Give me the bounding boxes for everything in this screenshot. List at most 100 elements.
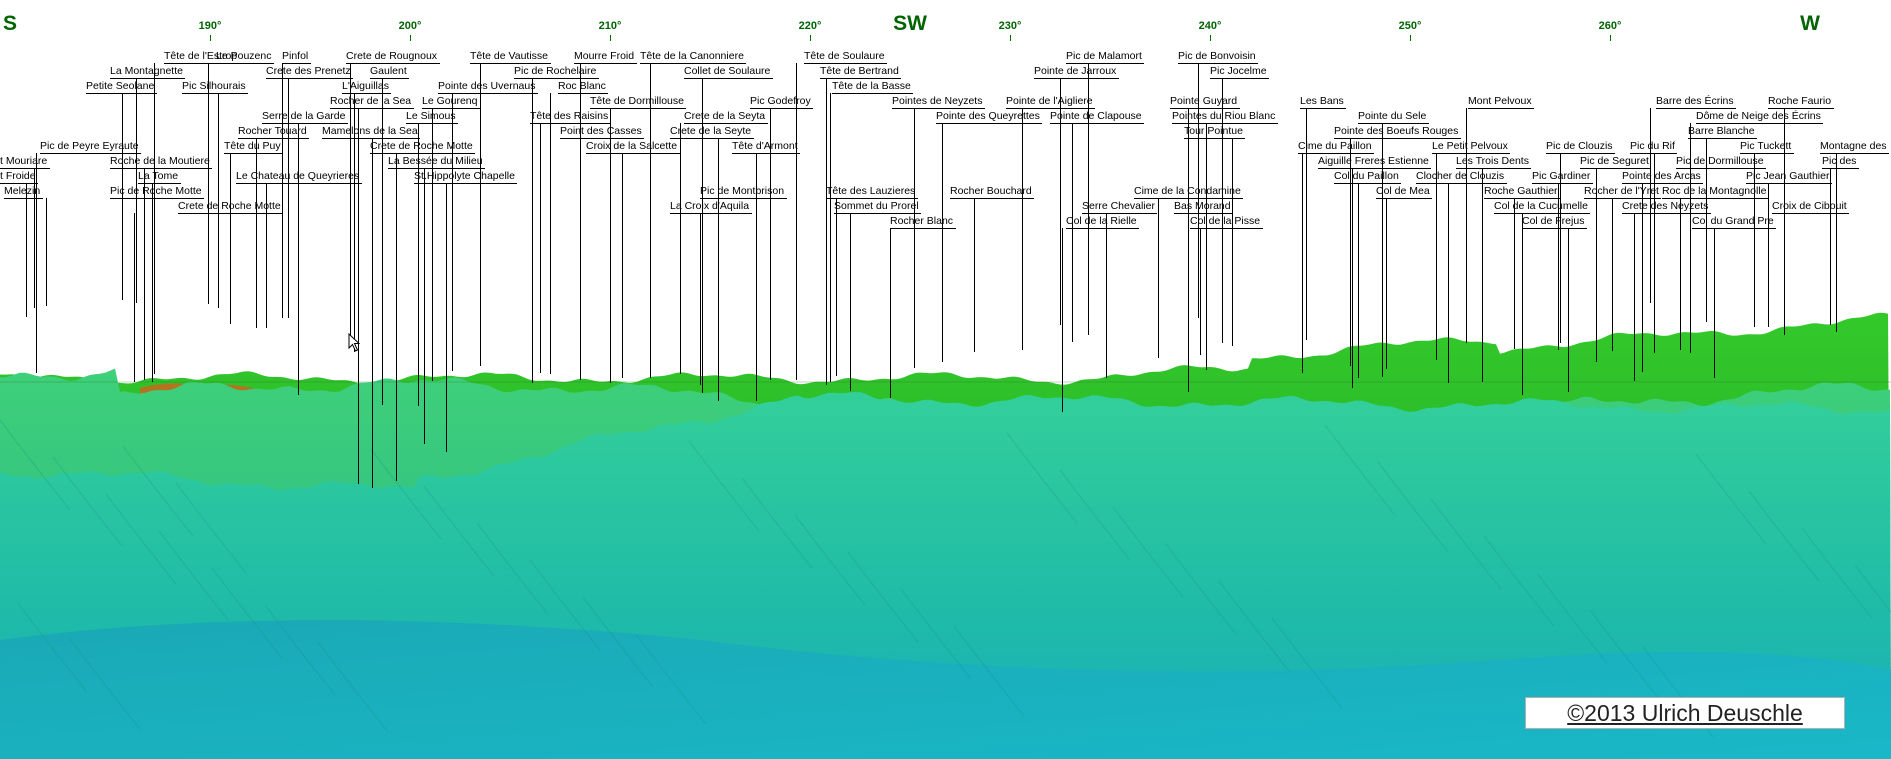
peak-label-underline <box>224 153 283 154</box>
terrain-texture <box>900 588 972 680</box>
peak-label: Col de Mea <box>1376 185 1430 197</box>
peak-leader-line <box>1448 183 1449 383</box>
peak-leader-line <box>1060 78 1061 325</box>
peak-label-underline <box>0 183 38 184</box>
peak-label-underline <box>1318 168 1431 169</box>
peak-label: Le Simous <box>406 110 456 122</box>
peak-label-underline <box>1210 78 1269 79</box>
peak-label: Croix de Cibouit <box>1772 200 1847 212</box>
peak-leader-line <box>580 138 581 374</box>
peak-leader-line <box>1650 108 1651 303</box>
degree-tick <box>1210 35 1211 41</box>
peak-label-underline <box>1300 108 1346 109</box>
peak-label-underline <box>1822 168 1859 169</box>
peak-label: St.Hippolyte Chapelle <box>414 170 515 182</box>
peak-label: Pic de Bonvoisin <box>1178 50 1256 62</box>
peak-label: Rocher Touard <box>238 125 307 137</box>
peak-label: Pointe de Clapouse <box>1050 110 1142 122</box>
peak-leader-line <box>208 63 209 304</box>
cardinal-s: S <box>2 12 18 35</box>
peak-label: Tête des Lauzieres <box>826 185 916 197</box>
peak-label-underline <box>574 63 637 64</box>
terrain-texture <box>105 493 177 585</box>
peak-leader-line <box>1436 153 1437 360</box>
peak-label: Pinfol <box>282 50 309 62</box>
peak-label: t Mouriare <box>0 155 48 167</box>
peak-label: Le Chateau de Queyrieres <box>236 170 360 182</box>
peak-leader-line <box>1690 168 1691 353</box>
terrain-texture <box>1695 453 1767 545</box>
peak-leader-line <box>1072 123 1073 342</box>
peak-label: Barre des Écrins <box>1656 95 1734 107</box>
peak-label-underline <box>832 93 913 94</box>
peak-label: Tête de Soulaure <box>804 50 885 62</box>
peak-label: Pic de Clouzis <box>1546 140 1613 152</box>
peak-label: Le Petit Pelvoux <box>1432 140 1508 152</box>
peak-leader-line <box>550 93 551 374</box>
terrain-texture <box>0 419 71 511</box>
degree-tick <box>410 35 411 41</box>
peak-leader-line <box>452 93 453 371</box>
peak-label: Tête de l'Estrop <box>164 50 238 62</box>
peak-label-underline <box>1656 108 1736 109</box>
peak-label: Pointe des Boeufs Rouges <box>1334 125 1459 137</box>
peak-leader-line <box>432 108 433 381</box>
peak-label-underline <box>370 78 409 79</box>
peak-leader-line <box>1830 168 1831 325</box>
peak-label-underline <box>560 138 644 139</box>
foreground-slope <box>0 620 1891 759</box>
peak-label: Crete de la Seyta <box>684 110 766 122</box>
terrain-texture <box>476 522 548 614</box>
peak-label: Pointe des Arcas <box>1622 170 1701 182</box>
peak-leader-line <box>34 168 35 308</box>
peak-label-underline <box>1432 153 1510 154</box>
peak-label: Barre Blanche <box>1688 125 1755 137</box>
peak-leader-line <box>1466 108 1467 343</box>
degree-tick <box>610 35 611 41</box>
degree-tick <box>810 35 811 41</box>
peak-leader-line <box>700 213 701 385</box>
terrain-texture <box>1324 424 1396 516</box>
peak-label-underline <box>1688 138 1757 139</box>
terrain-texture <box>1854 564 1891 613</box>
peak-label-underline <box>1580 168 1651 169</box>
peak-label: La Montagnette <box>110 65 183 77</box>
peak-label: t Froide <box>0 170 36 182</box>
peak-leader-line <box>1568 228 1569 392</box>
peak-leader-line <box>122 93 123 300</box>
peak-leader-line <box>756 153 757 401</box>
terrain-texture <box>847 551 919 643</box>
peak-label-underline <box>1622 183 1703 184</box>
peak-leader-line <box>830 93 831 382</box>
peak-leader-line <box>718 198 719 375</box>
peak-label-underline <box>590 108 686 109</box>
peak-label: Tour Pointue <box>1184 125 1243 137</box>
peak-label: Pointe de l'Aigliere <box>1006 95 1093 107</box>
peak-label-underline <box>1676 168 1766 169</box>
peak-label-underline <box>1692 228 1776 229</box>
peak-label-underline <box>1768 108 1834 109</box>
peak-label: Pointes du Riou Blanc <box>1172 110 1276 122</box>
terrain-texture <box>635 633 707 725</box>
peak-leader-line <box>1596 168 1597 362</box>
peak-label-underline <box>1082 213 1157 214</box>
terrain-texture <box>1112 506 1184 598</box>
peak-leader-line <box>1306 108 1307 340</box>
peak-label: Pic de Seguret <box>1580 155 1649 167</box>
terrain-texture <box>582 596 654 688</box>
peak-label: Montagne des <box>1820 140 1887 152</box>
peak-leader-line <box>1714 228 1715 378</box>
peak-label: Pic de Dormillouse <box>1676 155 1764 167</box>
peak-leader-line <box>1612 198 1613 351</box>
peak-label: Clocher de Clouzis <box>1416 170 1505 182</box>
peak-label-underline <box>684 78 773 79</box>
peak-label-underline <box>388 168 485 169</box>
degree-label: 250° <box>1398 20 1422 32</box>
peak-label-underline <box>1696 123 1823 124</box>
peak-label-underline <box>182 93 248 94</box>
peak-leader-line <box>942 123 943 362</box>
terrain-texture <box>1430 498 1502 590</box>
peak-label: Col de la Pisse <box>1190 215 1261 227</box>
peak-label: Col de la Cucumelle <box>1494 200 1588 212</box>
